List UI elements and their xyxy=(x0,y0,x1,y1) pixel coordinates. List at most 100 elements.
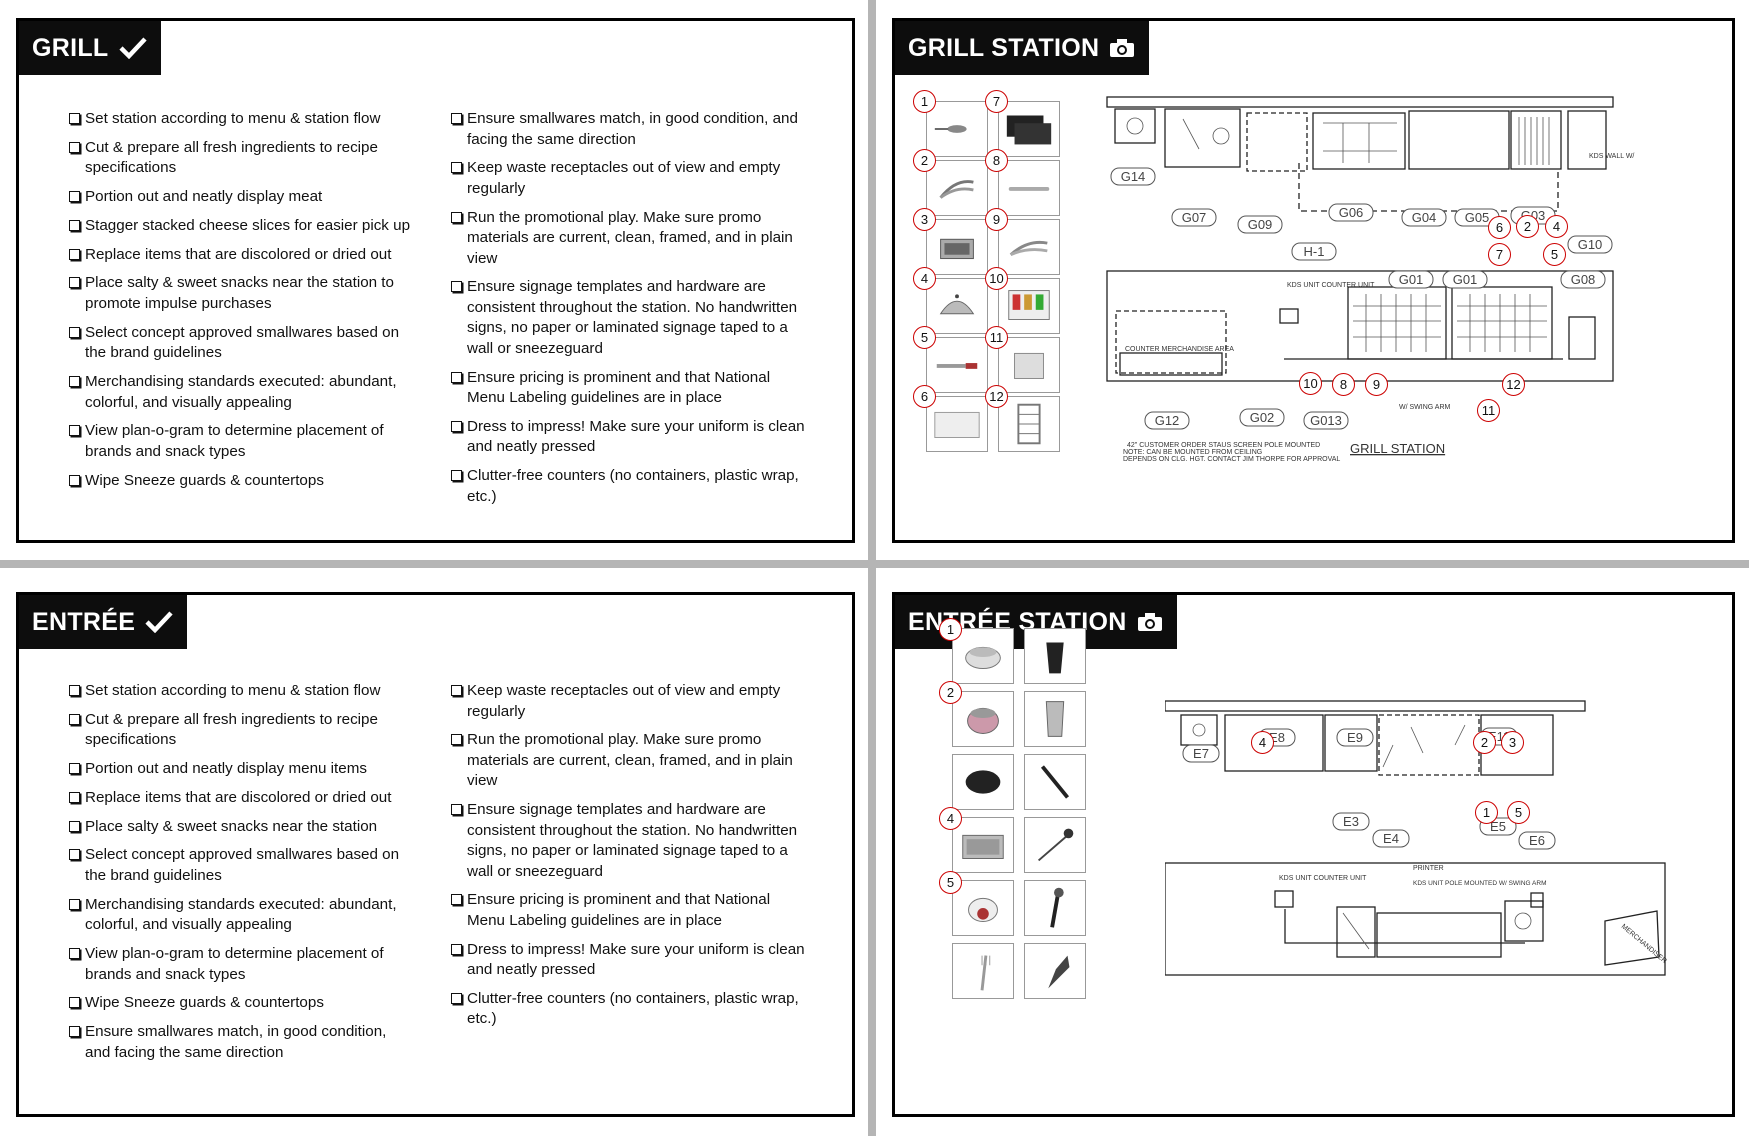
callout-marker: 7 xyxy=(1488,243,1511,266)
checkbox-icon[interactable] xyxy=(69,1026,80,1038)
checkbox-icon[interactable] xyxy=(69,474,80,486)
callout-marker: 10 xyxy=(1299,372,1322,395)
callout-marker: 5 xyxy=(939,871,962,894)
equipment-label-badge xyxy=(1336,728,1374,747)
entree-title-tab: ENTRÉE xyxy=(19,595,188,649)
checkbox-icon[interactable] xyxy=(69,277,80,289)
hotel-pan-icon xyxy=(926,219,988,275)
checkbox-icon[interactable] xyxy=(69,376,80,388)
checklist-item: Select concept approved smallwares based… xyxy=(69,845,414,886)
equipment-label: G04 xyxy=(1412,210,1437,225)
checkbox-icon[interactable] xyxy=(451,734,462,746)
checklist-item-text: Select concept approved smallwares based… xyxy=(85,846,400,884)
checkbox-icon[interactable] xyxy=(451,470,462,482)
callout-marker: 4 xyxy=(1251,731,1274,754)
checkbox-icon[interactable] xyxy=(451,162,462,174)
checklist-item-text: Clutter-free counters (no containers, pl… xyxy=(467,989,799,1028)
checkbox-icon[interactable] xyxy=(69,948,80,960)
checklist-item: Replace items that are discolored or dri… xyxy=(69,245,414,266)
checkbox-icon[interactable] xyxy=(69,997,80,1009)
cutting-board-icon xyxy=(926,396,988,452)
equipment-label-badge xyxy=(1328,203,1374,222)
checklist-item-text: Dress to impress! Make sure your uniform… xyxy=(467,940,805,979)
tongs-icon xyxy=(926,160,988,216)
checklist-item-text: Cut & prepare all fresh ingredients to r… xyxy=(85,138,378,177)
checklist-item: Clutter-free counters (no containers, pl… xyxy=(451,466,806,507)
entree-left-list: Set station according to menu & station … xyxy=(69,681,414,1071)
checkbox-icon[interactable] xyxy=(451,371,462,383)
grill-station-title: GRILL STATION xyxy=(908,33,1100,62)
checklist-item-text: View plan-o-gram to determine placement … xyxy=(85,422,384,460)
equipment-label: H-1 xyxy=(1304,244,1325,259)
checkbox-icon[interactable] xyxy=(451,804,462,816)
callout-marker: 5 xyxy=(1543,243,1566,266)
equipment-label: G08 xyxy=(1571,272,1596,287)
equipment-label-badge xyxy=(1291,242,1337,261)
checkbox-icon[interactable] xyxy=(69,820,80,832)
checkbox-icon[interactable] xyxy=(69,326,80,338)
checklist-item-text: Replace items that are discolored or dri… xyxy=(85,245,392,263)
checkbox-icon[interactable] xyxy=(69,425,80,437)
dome-cover-icon xyxy=(926,278,988,334)
checkbox-icon[interactable] xyxy=(69,685,80,696)
checkbox-icon[interactable] xyxy=(451,211,462,223)
callout-marker: 4 xyxy=(1545,215,1568,238)
checkbox-icon[interactable] xyxy=(69,898,80,910)
grill-station-title-tab: GRILL STATION xyxy=(895,21,1150,75)
callout-marker: 7 xyxy=(985,90,1008,113)
checkbox-icon[interactable] xyxy=(451,992,462,1004)
checkbox-icon[interactable] xyxy=(69,191,80,203)
callout-marker: 5 xyxy=(913,326,936,349)
checklist-item-text: Keep waste receptacles out of view and e… xyxy=(467,682,781,720)
checklist-item: Portion out and neatly display meat xyxy=(69,187,414,208)
checkbox-icon[interactable] xyxy=(451,113,462,124)
condiment-rack-icon xyxy=(998,278,1060,334)
checkbox-icon[interactable] xyxy=(451,281,462,293)
checklist-item: Ensure smallwares match, in good conditi… xyxy=(451,109,806,150)
checklist-item: Ensure smallwares match, in good conditi… xyxy=(69,1022,414,1063)
tongs-icon xyxy=(1024,754,1086,810)
checklist-item-text: Set station according to menu & station … xyxy=(85,682,381,699)
checklist-item-text: Run the promotional play. Make sure prom… xyxy=(467,208,793,267)
camera-icon xyxy=(1137,612,1163,632)
grill-plan-note-3: DEPENDS ON CLG. HGT. CONTACT JIM THORPE … xyxy=(1123,456,1340,463)
checklist-item: Merchandising standards executed: abunda… xyxy=(69,895,414,936)
equipment-label: G01 xyxy=(1453,272,1478,287)
equipment-label: E5 xyxy=(1490,819,1506,834)
checklist-item: Cut & prepare all fresh ingredients to r… xyxy=(69,138,414,179)
checklist-item-text: Merchandising standards executed: abunda… xyxy=(85,373,397,411)
equipment-label: G09 xyxy=(1248,217,1273,232)
entree-kds-pole-label: KDS UNIT POLE MOUNTED W/ SWING ARM xyxy=(1413,880,1547,887)
equipment-label: G12 xyxy=(1155,413,1180,428)
checklist-item-text: Ensure smallwares match, in good conditi… xyxy=(467,110,798,148)
checkbox-icon[interactable] xyxy=(69,713,80,725)
checkbox-icon[interactable] xyxy=(69,113,80,124)
callout-marker: 12 xyxy=(1502,373,1525,396)
checkbox-icon[interactable] xyxy=(451,420,462,432)
checklist-item: Ensure signage templates and hardware ar… xyxy=(451,800,806,882)
checkbox-icon[interactable] xyxy=(69,849,80,861)
checklist-item-text: Ensure pricing is prominent and that Nat… xyxy=(467,891,771,929)
checklist-item-text: Dress to impress! Make sure your uniform… xyxy=(467,417,805,456)
checkbox-icon[interactable] xyxy=(451,685,462,696)
callout-marker: 6 xyxy=(1488,216,1511,239)
equipment-label-badge xyxy=(1442,270,1488,289)
equipment-label-badge xyxy=(1518,831,1556,850)
checkbox-icon[interactable] xyxy=(69,248,80,260)
fork-icon xyxy=(952,943,1014,999)
checklist-item: Wipe Sneeze guards & countertops xyxy=(69,471,414,492)
equipment-label: E3 xyxy=(1343,814,1359,829)
entree-printer-label: PRINTER xyxy=(1413,865,1444,872)
equipment-label: G02 xyxy=(1250,410,1275,425)
checkbox-icon[interactable] xyxy=(69,141,80,153)
checkbox-icon[interactable] xyxy=(451,943,462,955)
checkbox-icon[interactable] xyxy=(69,763,80,775)
checkbox-icon[interactable] xyxy=(69,791,80,803)
grill-plan-caption: GRILL STATION xyxy=(1350,441,1445,456)
checklist-item: View plan-o-gram to determine placement … xyxy=(69,944,414,985)
equipment-label-badge xyxy=(1567,235,1613,254)
checkbox-icon[interactable] xyxy=(451,894,462,906)
checkbox-icon[interactable] xyxy=(69,219,80,231)
